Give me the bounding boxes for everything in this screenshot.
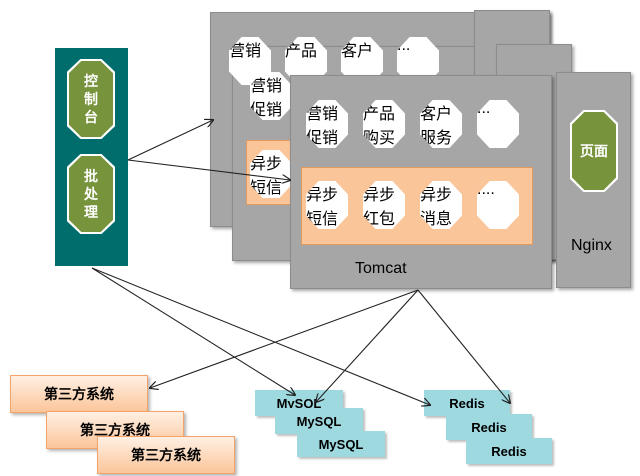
page-node: 页面 (570, 110, 618, 192)
async-message: 异步消息 (420, 181, 462, 229)
service-purchase: 产品购买 (363, 100, 405, 148)
page-label: 页面 (580, 143, 608, 159)
arrow-tomcat-to-redis (417, 289, 510, 403)
redis-box-1: Redis (424, 390, 510, 416)
third-party-box-3: 第三方系统 (97, 436, 235, 474)
back-row2-node-1: 营销促销 (250, 72, 292, 120)
console-label: 控制台 (84, 73, 98, 125)
console-node: 控制台 (67, 59, 115, 139)
service-marketing: 营销促销 (306, 100, 348, 148)
arrow-tomcat-to-third-party (150, 289, 419, 388)
batch-label: 批处理 (84, 168, 98, 220)
redis-box-3: Redis (466, 438, 552, 464)
batch-node: 批处理 (67, 154, 115, 234)
async-sms: 异步短信 (306, 181, 348, 229)
mysql-box-3: MySQL (297, 431, 385, 457)
async-redpacket: 异步红包 (363, 181, 405, 229)
redis-box-2: Redis (446, 414, 532, 440)
arrow-batch-to-third-party (91, 267, 295, 395)
console-batch-panel: 控制台 批处理 (55, 48, 128, 266)
service-customer: 客户服务 (420, 100, 462, 148)
arrow-tomcat-to-mysql (316, 289, 419, 402)
arrow-console-to-tomcat-front (127, 159, 290, 180)
arrow-batch-to-redis (91, 267, 430, 405)
mysql-box-2: MySQL (275, 408, 363, 434)
tomcat-label: Tomcat (355, 260, 407, 277)
nginx-label: Nginx (571, 237, 612, 254)
back-row2-node-2: 异步短信 (250, 150, 292, 198)
arrow-console-to-tomcat-back (127, 120, 213, 161)
